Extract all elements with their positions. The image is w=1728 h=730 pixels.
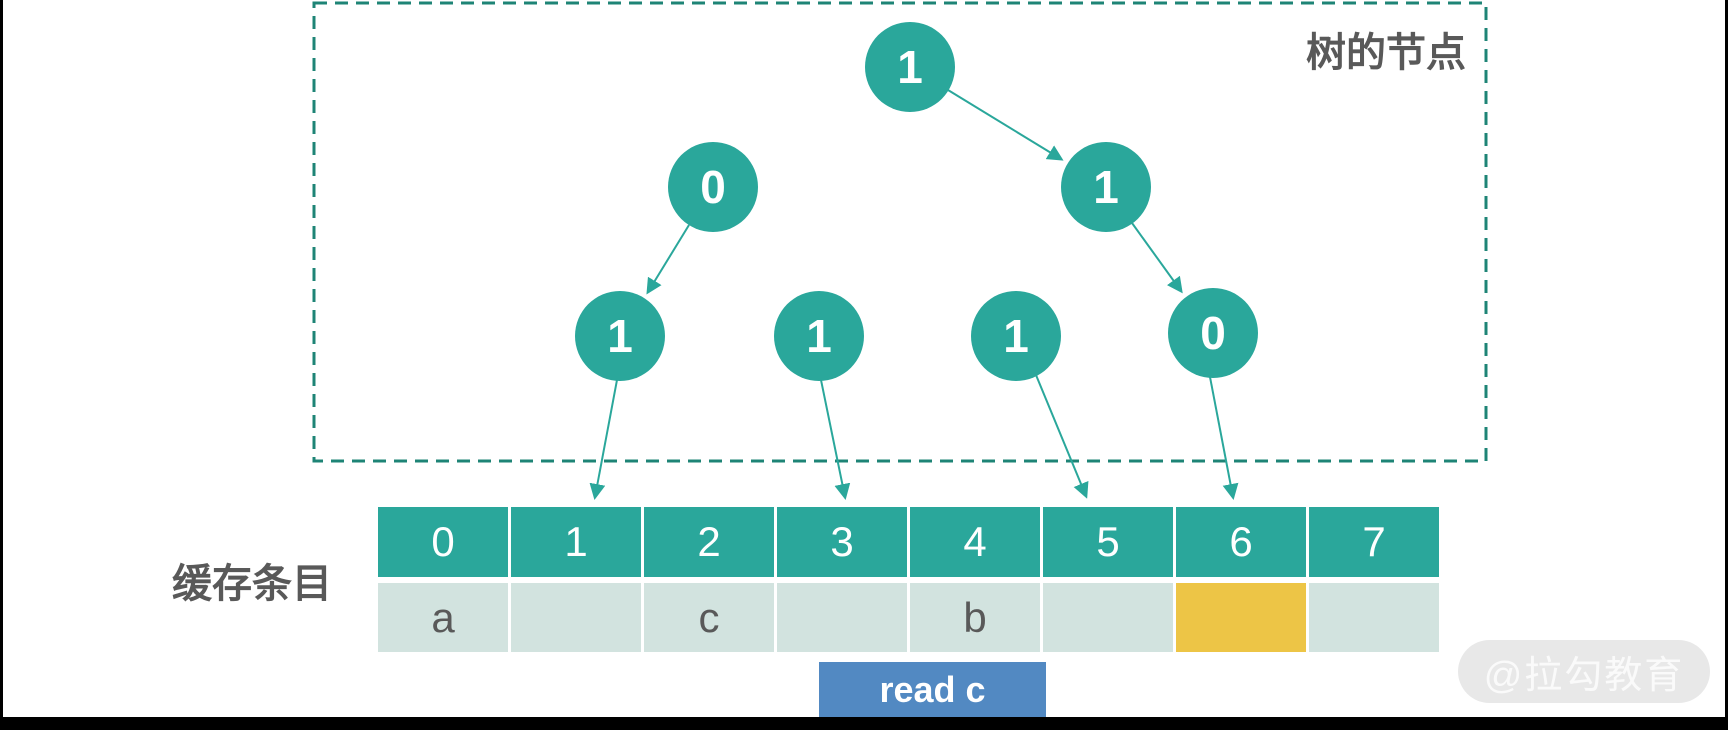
tree-node-leaf-0: 1 <box>575 291 665 381</box>
arrow-leaf-1-to-cell-3 <box>820 379 851 500</box>
right-black-edge <box>1725 0 1728 730</box>
cache-value-cell <box>777 583 907 652</box>
lagou-watermark: @拉勾教育 <box>1458 640 1710 703</box>
arrow-leaf-3-to-cell-6 <box>1209 376 1239 500</box>
cache-value-cell <box>1043 583 1173 652</box>
tree-node-left-child: 0 <box>668 142 758 232</box>
cache-index-cell: 3 <box>777 507 907 577</box>
cache-index-row: 0 1 2 3 4 5 6 7 <box>378 507 1439 577</box>
cache-value-cell <box>1176 583 1306 652</box>
cache-index-cell: 4 <box>910 507 1040 577</box>
arrow-left-child-to-leaf-0 <box>646 224 690 295</box>
cache-value-cell <box>511 583 641 652</box>
cache-value-cell: c <box>644 583 774 652</box>
arrow-right-child-to-leaf-3 <box>1131 222 1183 294</box>
cache-value-cell <box>1309 583 1439 652</box>
cache-index-cell: 0 <box>378 507 508 577</box>
cache-index-cell: 1 <box>511 507 641 577</box>
read-c-action-label: read c <box>819 662 1046 717</box>
tree-node-leaf-1: 1 <box>774 291 864 381</box>
cache-index-cell: 6 <box>1176 507 1306 577</box>
tree-node-right-child: 1 <box>1061 142 1151 232</box>
tree-node-root: 1 <box>865 22 955 112</box>
bottom-black-bar <box>0 717 1728 730</box>
cache-entries-label: 缓存条目 <box>172 562 332 606</box>
tree-node-leaf-3: 0 <box>1168 288 1258 378</box>
left-black-edge <box>0 0 3 730</box>
cache-index-cell: 7 <box>1309 507 1439 577</box>
cache-value-cell: b <box>910 583 1040 652</box>
arrow-root-to-right-child <box>947 89 1064 161</box>
arrow-leaf-0-to-cell-1 <box>589 379 618 500</box>
tree-node-leaf-2: 1 <box>971 291 1061 381</box>
arrow-leaf-2-to-cell-5 <box>1035 374 1089 499</box>
cache-index-cell: 2 <box>644 507 774 577</box>
cache-index-cell: 5 <box>1043 507 1173 577</box>
tree-region-label: 树的节点 <box>1306 31 1466 75</box>
cache-value-cell: a <box>378 583 508 652</box>
cache-value-row: a c b <box>378 583 1439 652</box>
